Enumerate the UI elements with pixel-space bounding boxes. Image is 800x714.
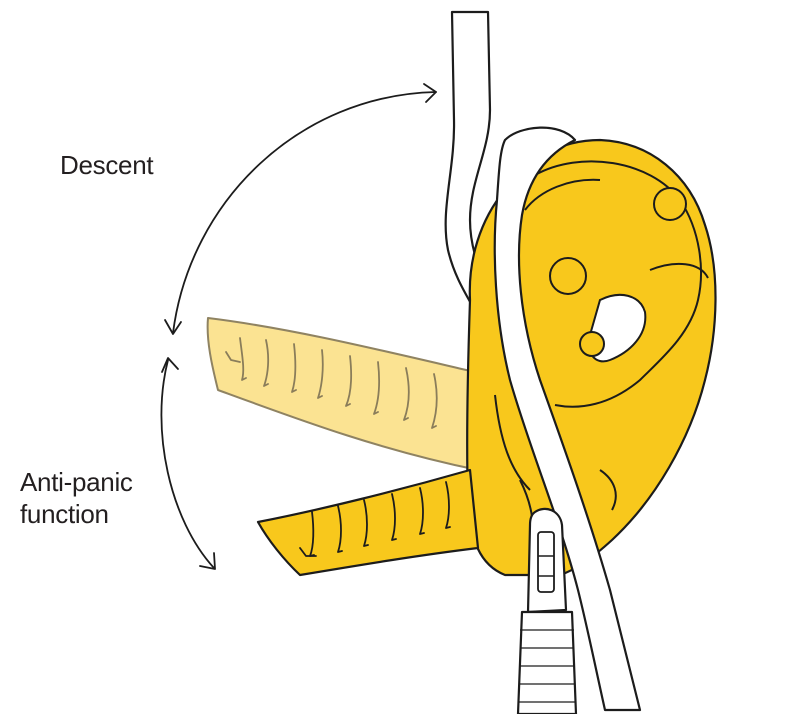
device-body <box>466 138 717 577</box>
rivet-middle <box>549 257 587 295</box>
descent-label: Descent <box>60 150 154 180</box>
anti-panic-label-line1: Anti-panic <box>20 467 133 497</box>
rope-through-device <box>493 126 642 712</box>
carabiner-gate <box>537 531 555 593</box>
handle-descent-position <box>206 317 479 471</box>
handle-anti-panic-position <box>256 468 480 577</box>
rivet-top <box>653 187 687 221</box>
anti-panic-label-line2: function <box>20 499 109 529</box>
carabiner <box>516 507 578 714</box>
anti-panic-label: Anti-panic function <box>20 466 133 530</box>
rivet-small <box>579 331 605 357</box>
anti-panic-arrow-icon <box>160 357 216 570</box>
descent-arrow-icon <box>164 83 437 335</box>
